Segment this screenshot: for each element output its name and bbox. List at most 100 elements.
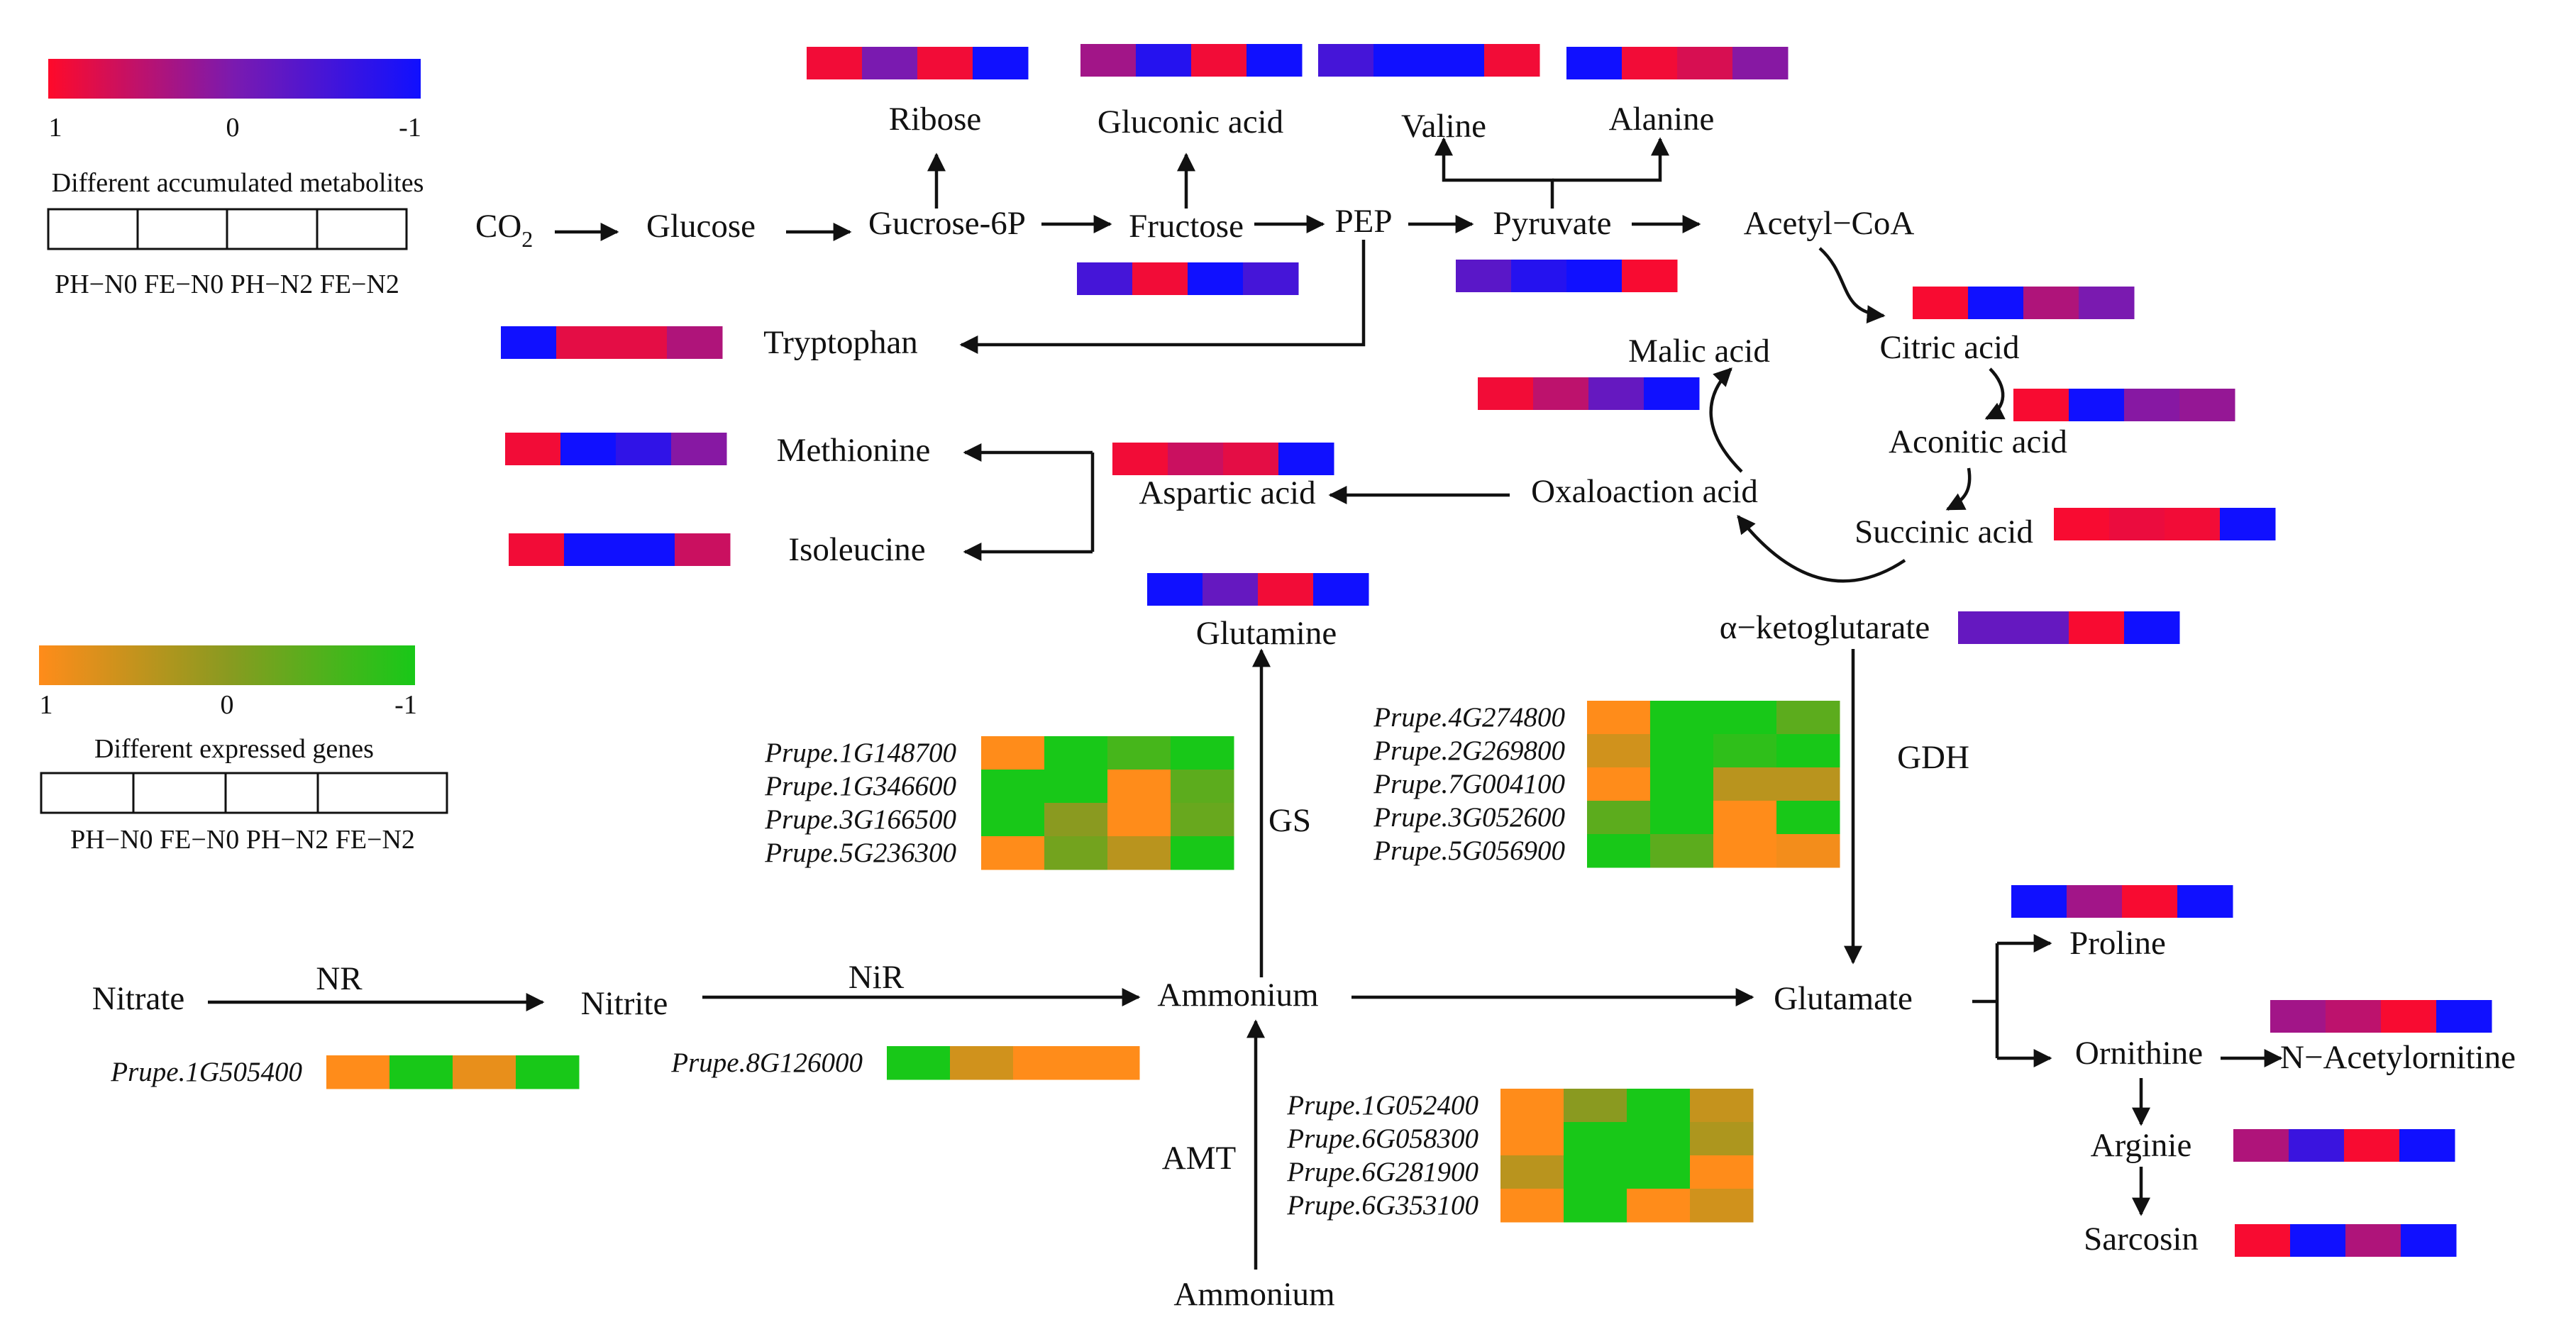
- gene-heatmap-cell: [326, 1055, 390, 1089]
- enzyme-nr: NR: [316, 960, 363, 997]
- metabolite-legend: 1 0 -1 Different accumulated metabolites…: [47, 59, 424, 299]
- heatmap-valine: [1318, 44, 1540, 77]
- gene-legend-tick-mid: 0: [221, 690, 234, 720]
- gene-legend: 1 0 -1 Different expressed genes PH−N0 F…: [39, 645, 448, 855]
- gene-heatmap-cell: [1587, 734, 1651, 768]
- heatmap-cell: [1132, 262, 1188, 295]
- heatmap-cell: [556, 326, 612, 359]
- node-arginine: Arginie: [2091, 1127, 2192, 1164]
- node-nitrite: Nitrite: [581, 985, 668, 1022]
- node-valine: Valine: [1401, 108, 1486, 145]
- gene-heatmap-cell: [981, 836, 1045, 870]
- heatmap-aspartic-acid: [1112, 443, 1334, 475]
- node-nitrate: Nitrate: [92, 980, 185, 1017]
- node-malic-acid: Malic acid: [1628, 333, 1770, 370]
- heatmap-cell: [1246, 44, 1303, 77]
- sample-label: PH−N0: [55, 270, 137, 299]
- sample-label: PH−N2: [246, 825, 328, 855]
- enzyme-gs: GS: [1268, 802, 1311, 839]
- metabolite-legend-samples: PH−N0 FE−N0 PH−N2 FE−N2: [55, 270, 399, 299]
- gene-heatmap-cell: [1107, 803, 1171, 837]
- heatmap-succinic-acid: [2054, 508, 2276, 540]
- heatmap-cell: [2345, 1224, 2401, 1257]
- heatmap-cell: [509, 533, 565, 566]
- gene-heatmap-cell: [1564, 1089, 1627, 1123]
- gene-label: Prupe.1G052400: [1286, 1090, 1478, 1121]
- gene-heatmap-cell: [1650, 701, 1714, 735]
- heatmap-malic-acid: [1478, 377, 1700, 410]
- gene-heatmap-cell: [1627, 1089, 1691, 1123]
- heatmap-cell: [1243, 262, 1299, 295]
- gene-heatmap-cell: [1587, 701, 1651, 735]
- node-isoleucine: Isoleucine: [788, 531, 925, 568]
- heatmap-cell: [2011, 885, 2067, 918]
- heatmap-cell: [619, 533, 675, 566]
- heatmap-cell: [1456, 260, 1512, 292]
- heatmap-cell: [2177, 885, 2233, 918]
- heatmap-cell: [862, 47, 918, 79]
- node-acetyl-coa: Acetyl−CoA: [1744, 205, 1915, 242]
- heatmap-cell: [2054, 508, 2110, 540]
- gene-heatmap-amt: Prupe.1G052400Prupe.6G058300Prupe.6G2819…: [1286, 1089, 1754, 1223]
- gene-heatmap-cell: [453, 1055, 516, 1089]
- node-n-acetylornitine: N−Acetylornitine: [2280, 1039, 2516, 1076]
- gene-heatmap-cell: [1044, 836, 1108, 870]
- heatmap-cell: [1566, 260, 1623, 292]
- gene-heatmap-cell: [1500, 1122, 1564, 1156]
- node-glucose-6p: Gucrose-6P: [868, 205, 1026, 242]
- heatmap-cell: [1429, 44, 1485, 77]
- gene-heatmap-cell: [1690, 1189, 1754, 1223]
- gene-heatmap-gdh: Prupe.4G274800Prupe.2G269800Prupe.7G0041…: [1373, 701, 1840, 868]
- heatmap-cell: [2290, 1224, 2346, 1257]
- gene-heatmap-cell: [981, 736, 1045, 770]
- heatmap-cell: [612, 326, 668, 359]
- enzyme-labels: NR NiR GS GDH AMT: [316, 739, 1969, 1177]
- node-ornithine: Ornithine: [2075, 1035, 2203, 1072]
- heatmap-cell: [2436, 1000, 2492, 1033]
- gene-label: Prupe.5G236300: [764, 838, 956, 868]
- heatmap-cell: [917, 47, 973, 79]
- heatmap-sarcosin: [2235, 1224, 2457, 1257]
- heatmap-cell: [2233, 1129, 2289, 1162]
- gene-heatmap-cell: [1587, 801, 1651, 835]
- heatmap-glutamine: [1147, 573, 1369, 606]
- gene-heatmap-cell: [1013, 1046, 1077, 1080]
- heatmap-cell: [1223, 443, 1279, 475]
- gene-heatmap-cell: [1564, 1189, 1627, 1223]
- heatmap-cell: [1136, 44, 1192, 77]
- heatmap-citric-acid: [1913, 287, 2135, 319]
- gene-heatmap-cell: [516, 1055, 580, 1089]
- heatmap-cell: [1112, 443, 1168, 475]
- node-glutamine: Glutamine: [1196, 615, 1337, 652]
- gene-heatmap-cell: [950, 1046, 1014, 1080]
- gene-heatmap-cell: [1650, 801, 1714, 835]
- gene-label: Prupe.1G346600: [764, 771, 956, 801]
- heatmap-cell: [2013, 389, 2069, 421]
- heatmap-cell: [1080, 44, 1137, 77]
- gene-label: Prupe.7G004100: [1373, 769, 1565, 799]
- node-citric-acid: Citric acid: [1879, 329, 2019, 366]
- gene-label: Prupe.6G281900: [1286, 1157, 1478, 1187]
- gene-heatmap-cell: [1627, 1189, 1691, 1223]
- gene-heatmap-cell: [1776, 801, 1840, 835]
- gene-heatmap-cell: [1044, 803, 1108, 837]
- sample-label: FE−N2: [320, 270, 399, 299]
- gene-heatmap-cell: [1776, 701, 1840, 735]
- node-pyruvate: Pyruvate: [1493, 205, 1611, 242]
- heatmap-aconitic-acid: [2013, 389, 2235, 421]
- pathway-arrows: [208, 137, 2283, 1270]
- gene-legend-sample-boxes: [40, 772, 448, 814]
- heatmap-cell: [1373, 44, 1430, 77]
- heatmap-n-acetylornitine: [2270, 1000, 2492, 1033]
- node-glutamate: Glutamate: [1774, 980, 1913, 1017]
- heatmap-methionine: [505, 433, 727, 465]
- metabolite-legend-sample-boxes: [47, 208, 408, 250]
- heatmap-cell: [1958, 611, 2014, 644]
- gene-heatmap-cell: [1587, 767, 1651, 801]
- pathway-nodes: CO2 Glucose Gucrose-6P Fructose PEP Pyru…: [92, 101, 2516, 1313]
- gene-heatmap-nir: Prupe.8G126000: [670, 1046, 1140, 1080]
- gene-heatmap-nr: Prupe.1G505400: [110, 1055, 580, 1089]
- gene-heatmap-cell: [1107, 770, 1171, 804]
- heatmap-cell: [973, 47, 1029, 79]
- gene-heatmap-cell: [1713, 834, 1777, 868]
